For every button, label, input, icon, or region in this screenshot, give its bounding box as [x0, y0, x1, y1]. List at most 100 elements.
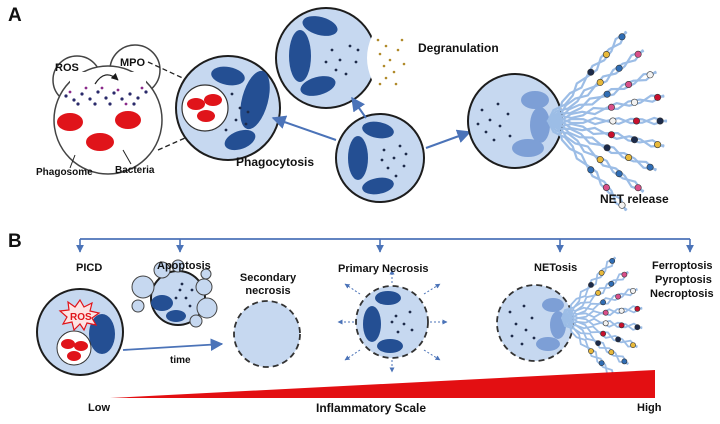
central-neutrophil	[335, 113, 425, 203]
dna-strand	[546, 30, 627, 123]
net-bead	[587, 68, 595, 76]
bacterium	[204, 94, 222, 106]
dna-strand	[561, 317, 617, 379]
net-bead	[607, 103, 615, 111]
apoptosis-label: Apoptosis	[157, 260, 211, 272]
net-bead	[600, 330, 606, 337]
pyroptosis-label: Pyroptosis	[655, 274, 712, 286]
net-bead	[609, 117, 617, 125]
bacterium	[197, 110, 215, 122]
dna-strand	[561, 317, 629, 365]
necroptosis-label: Necroptosis	[650, 288, 714, 300]
netosis-neutrophil	[496, 256, 643, 380]
net-bead	[588, 348, 594, 354]
secondary-necrosis-cell	[233, 300, 301, 368]
dna-strand	[546, 49, 644, 123]
dna-strand	[561, 306, 643, 319]
net-bead	[615, 293, 621, 300]
bacterium	[187, 98, 205, 110]
dna-strand	[561, 315, 643, 331]
netosis-label: NETosis	[534, 262, 578, 274]
dna-strand	[546, 119, 645, 192]
secondary-necrosis-label: Secondary necrosis	[236, 272, 300, 298]
net-bead	[618, 33, 626, 41]
dna-strand	[561, 256, 616, 319]
net-bead	[588, 281, 594, 288]
bacterium	[57, 113, 83, 131]
phagocytosis-label: Phagocytosis	[236, 155, 315, 169]
secondary-necrosis-line2: necrosis	[245, 285, 291, 297]
net-bead	[621, 358, 628, 365]
net-bead	[603, 144, 611, 152]
bacterium	[86, 133, 114, 151]
phagosome-inset	[52, 44, 163, 175]
dna-strand	[561, 271, 629, 319]
net-bead	[595, 340, 601, 346]
net-bead	[596, 78, 604, 86]
net-bead	[632, 117, 640, 125]
phagosome-label: Phagosome	[36, 167, 93, 178]
bacterium	[115, 111, 141, 129]
time-label: time	[170, 355, 191, 366]
net-bead	[600, 299, 606, 306]
net-release-label: NET release	[600, 192, 669, 206]
picd-label: PICD	[76, 262, 103, 274]
bacterium	[74, 341, 88, 351]
net-bead	[646, 163, 654, 171]
net-bead	[587, 166, 595, 174]
mpo-label: MPO	[120, 57, 146, 69]
net-bead	[630, 287, 636, 294]
net-bead	[634, 324, 641, 331]
phagocytosing-neutrophil	[175, 55, 281, 161]
net-bead	[602, 309, 609, 316]
net-bead	[630, 342, 636, 348]
net-bead	[634, 50, 642, 58]
net-bead	[634, 305, 641, 312]
primary-necrosis-label: Primary Necrosis	[338, 263, 429, 275]
dna-strand	[546, 119, 628, 211]
net-bead	[608, 349, 615, 356]
net-bead	[621, 271, 628, 278]
dna-strand	[546, 94, 665, 123]
dna-strand	[546, 70, 657, 123]
net-bead	[625, 154, 633, 162]
net-bead	[625, 81, 633, 89]
net-bead	[615, 170, 623, 178]
ferroptosis-label: Ferroptosis	[652, 260, 713, 272]
bacterium	[61, 339, 75, 349]
apoptotic-neutrophil	[131, 259, 218, 328]
degranulating-neutrophil	[275, 7, 406, 109]
net-bead	[618, 322, 625, 329]
bacteria-label: Bacteria	[115, 165, 155, 176]
dna-strand	[546, 119, 657, 171]
secondary-necrosis-line1: Secondary	[239, 272, 297, 284]
panel-label-b: B	[8, 231, 22, 252]
net-bead	[646, 71, 654, 79]
net-bead	[602, 320, 609, 327]
net-bead	[656, 117, 664, 125]
net-bead	[654, 141, 662, 149]
dna-strand	[546, 116, 668, 126]
net-bead	[618, 307, 625, 314]
scale-title: Inflammatory Scale	[316, 401, 427, 415]
net-bead	[602, 50, 610, 58]
dna-strand	[561, 288, 638, 319]
dna-strand	[561, 317, 638, 348]
net-bead	[609, 257, 616, 264]
net-bead	[595, 289, 601, 296]
net-bead	[603, 90, 611, 98]
bacterium	[67, 351, 81, 361]
net-bead	[634, 184, 642, 192]
net-bead	[654, 93, 662, 101]
scale-low-label: Low	[88, 402, 110, 414]
net-bead	[598, 360, 605, 366]
net-bead	[630, 98, 638, 106]
net-bead	[615, 64, 623, 72]
dna-strand	[546, 119, 665, 148]
ros-label: ROS	[55, 62, 79, 74]
ros-burst-icon	[58, 298, 101, 332]
primary-necrosis-neutrophil	[337, 269, 448, 373]
net-releasing-neutrophil	[467, 30, 668, 212]
panel-label-a: A	[8, 5, 22, 26]
